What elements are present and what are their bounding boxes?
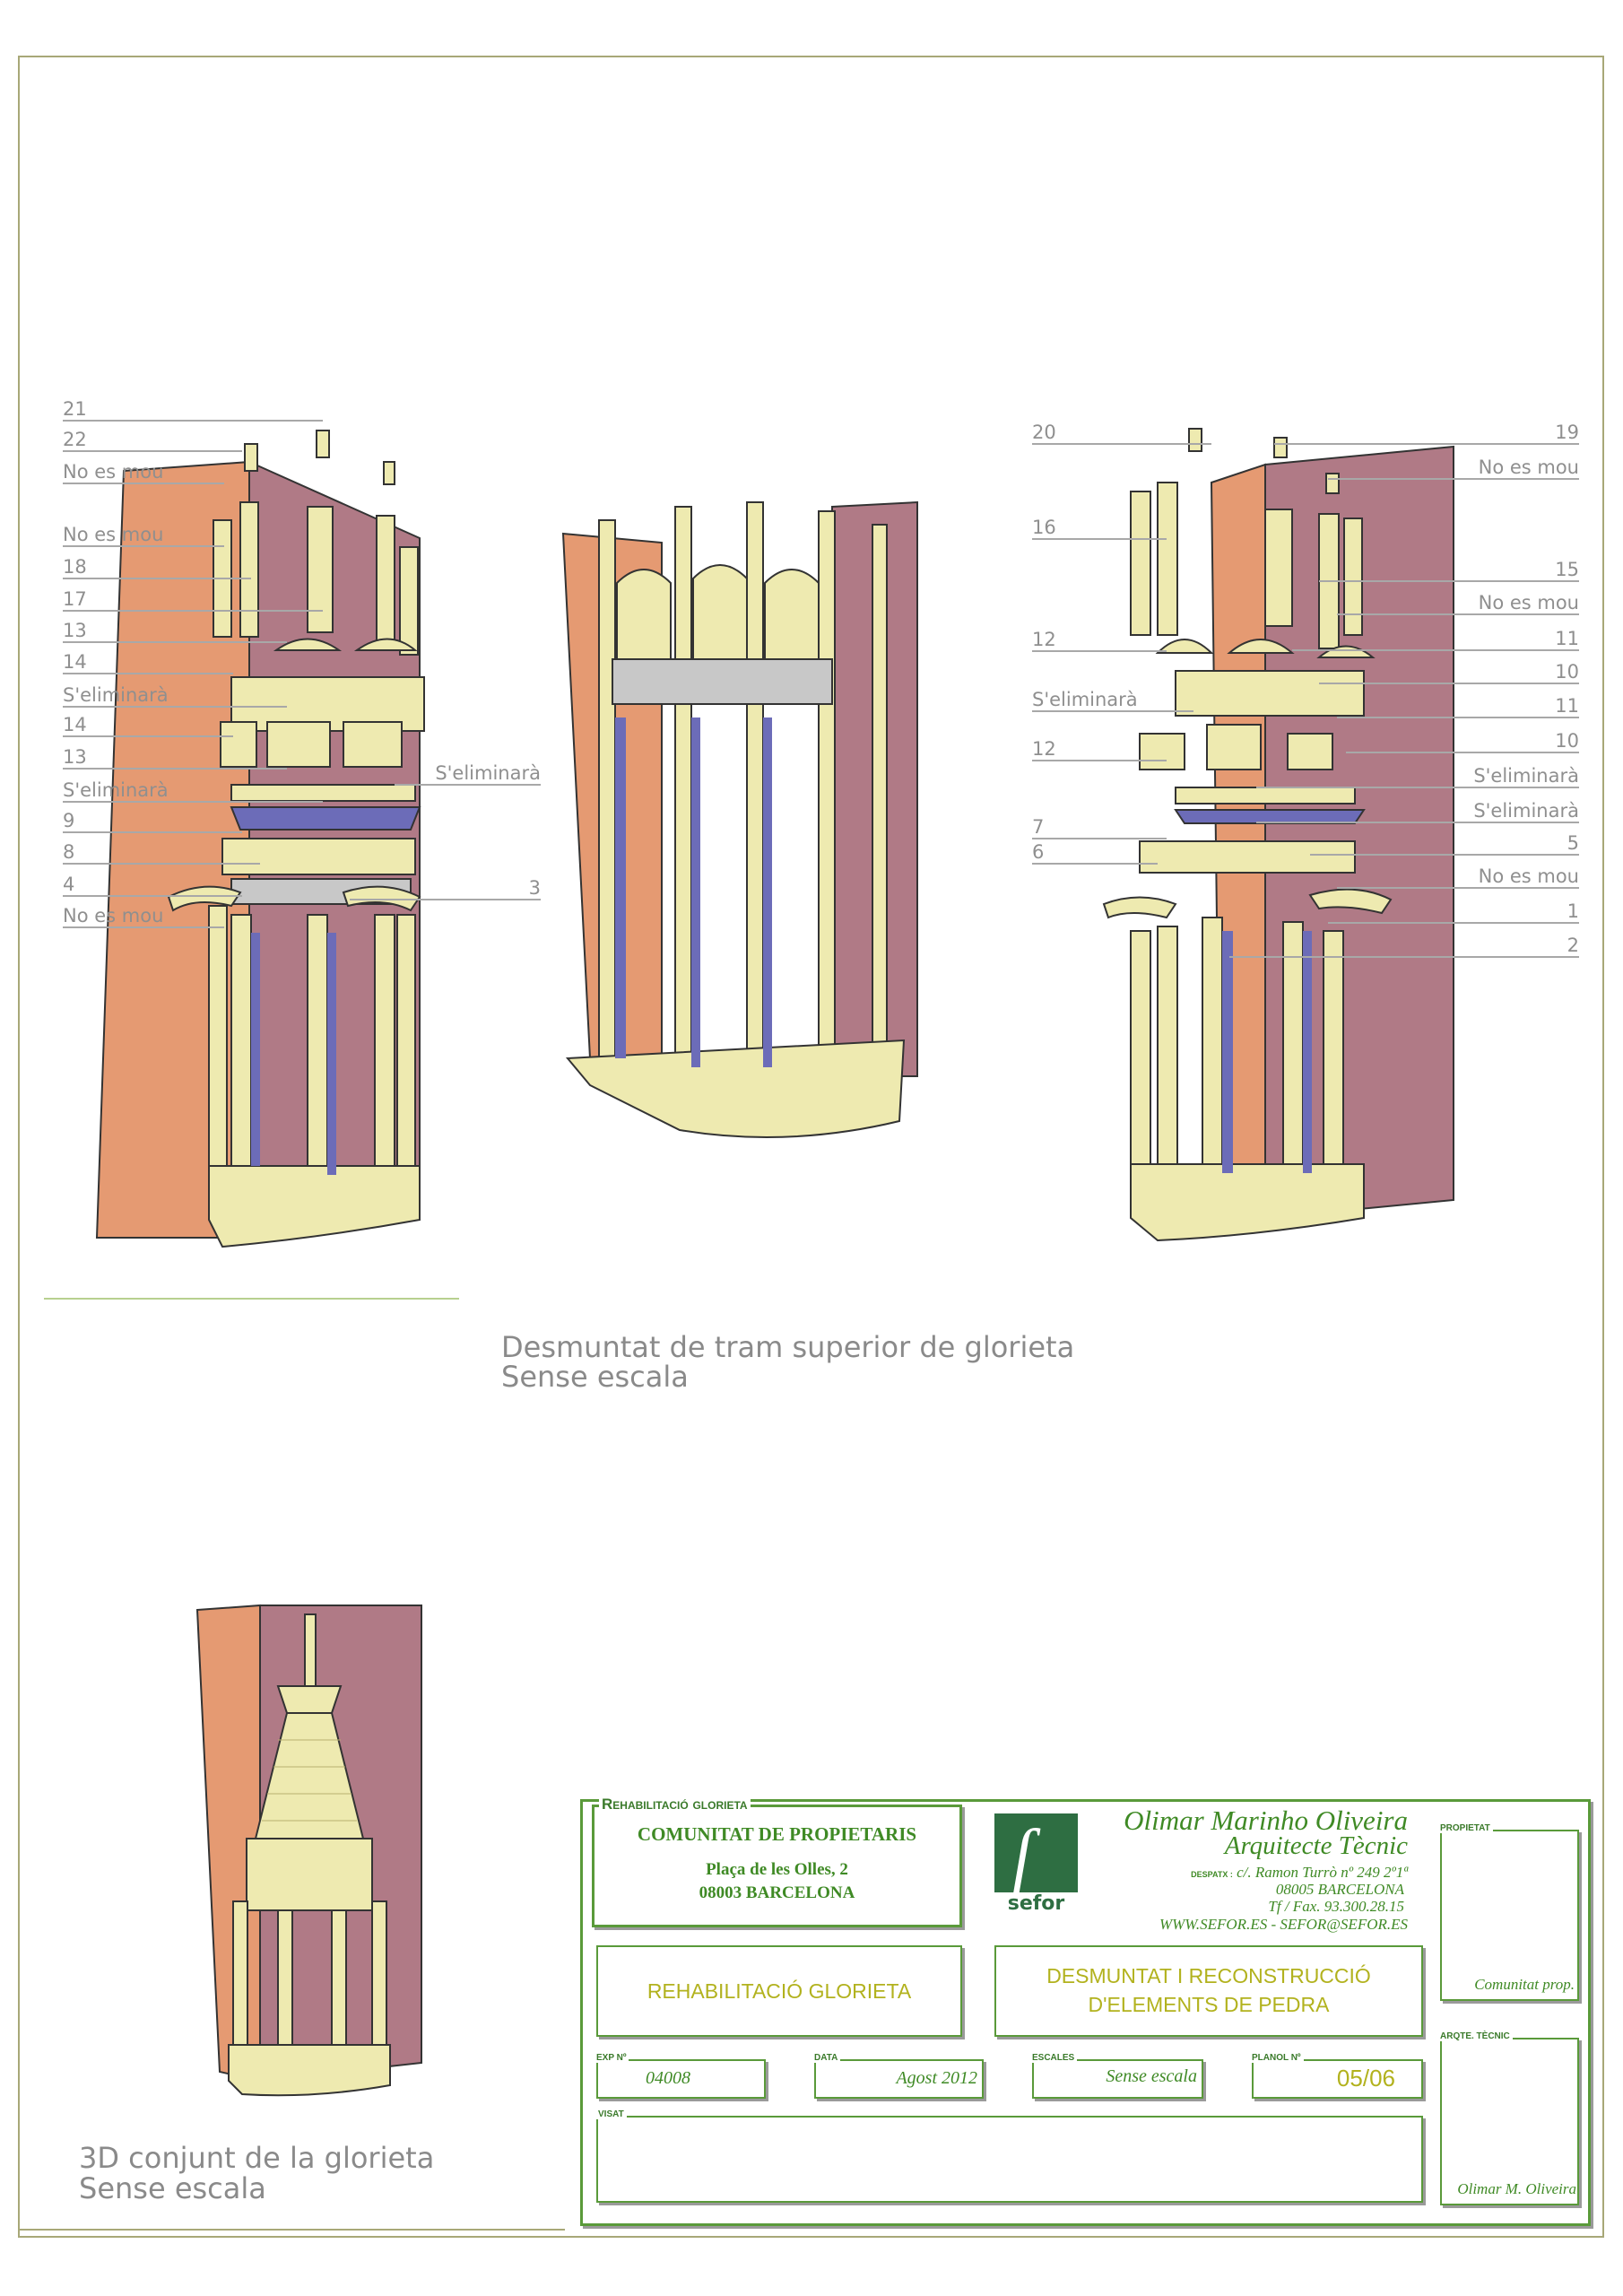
callout-label: 20	[1032, 422, 1211, 445]
callout-label: 6	[1032, 842, 1158, 865]
callout-label: 2	[1229, 935, 1579, 958]
visa-box	[596, 2116, 1423, 2203]
office-label: DESPATX :	[1191, 1870, 1233, 1879]
callout-label: S'eliminarà	[63, 685, 287, 708]
office-city: 08005 BARCELONA	[1275, 1881, 1404, 1898]
middle-assembled-view	[561, 500, 918, 1138]
visa-label: VISAT	[595, 2109, 627, 2119]
callout-label: 4	[63, 874, 242, 897]
callout-label: No es mou	[63, 462, 224, 484]
callout-label: S'eliminarà	[1256, 766, 1579, 788]
callout-label: 14	[63, 652, 233, 674]
callout-label: 21	[63, 399, 323, 422]
main-caption-scale: Sense escala	[501, 1360, 689, 1394]
plan-label: PLANOL Nº	[1249, 2053, 1304, 2063]
logo-glyph: ſ	[1012, 1816, 1033, 1895]
callout-label: 12	[1032, 739, 1167, 761]
office-phone: Tf / Fax. 93.300.28.15	[1268, 1898, 1404, 1915]
office-web-email: WWW.SEFOR.ES - SEFOR@SEFOR.ES	[1159, 1916, 1408, 1933]
bottom-caption-scale: Sense escala	[79, 2171, 266, 2205]
project-name-box	[596, 1945, 962, 2037]
owner-signature: Comunitat prop.	[1474, 1976, 1575, 1993]
client-box	[592, 1805, 962, 1927]
callout-label: 17	[63, 589, 323, 612]
callout-label: S'eliminarà	[63, 780, 323, 803]
callout-label: 15	[1319, 560, 1579, 582]
callout-label: 13	[63, 621, 287, 643]
exp-box	[596, 2059, 766, 2099]
client-address-2: 08003 BARCELONA	[699, 1883, 855, 1902]
office-address: DESPATX : c/. Ramon Turrò nº 249 2º1ª	[1085, 1864, 1408, 1882]
title-block	[580, 1799, 1591, 2226]
callout-label: 7	[1032, 817, 1167, 839]
scale-value: Sense escala	[1106, 2066, 1197, 2086]
bottom-caption-title: 3D conjunt de la glorieta	[79, 2141, 435, 2175]
right-exploded-view	[1102, 428, 1454, 1242]
technician-signature: Olimar M. Oliveira	[1457, 2180, 1576, 2197]
callout-label: S'eliminarà	[1256, 801, 1579, 823]
callout-label: 1	[1328, 901, 1579, 924]
callout-label: 11	[1292, 629, 1579, 651]
callout-label: No es mou	[63, 525, 224, 547]
plan-number-box	[1252, 2059, 1423, 2099]
divider-line	[44, 1298, 459, 1300]
drawing-frame	[18, 56, 1604, 2238]
callout-label: 5	[1310, 833, 1579, 856]
client-name: COMUNITAT DE PROPIETARIS	[637, 1823, 917, 1845]
owner-box	[1440, 1830, 1579, 2001]
callout-label: 3	[350, 878, 541, 900]
sefor-logo: ſ sefor	[994, 1813, 1078, 1916]
drawing-title-2: D'ELEMENTS DE PEDRA	[1088, 1993, 1330, 2016]
callout-label: 9	[63, 811, 242, 833]
plan-number-value: 05/06	[1336, 2065, 1395, 2092]
callout-label: 11	[1337, 696, 1579, 718]
callout-label: 8	[63, 842, 260, 865]
date-box	[814, 2059, 984, 2099]
callout-label: 12	[1032, 630, 1167, 652]
scale-box	[1032, 2059, 1203, 2099]
callout-label: 19	[1274, 422, 1579, 445]
exp-value: 04008	[646, 2068, 690, 2088]
logo-text: sefor	[994, 1892, 1078, 1916]
client-address-1: Plaça de les Olles, 2	[706, 1860, 848, 1879]
left-exploded-view	[95, 430, 425, 1248]
callout-label: 18	[63, 557, 251, 579]
office-street: c/. Ramon Turrò nº 249 2º1ª	[1237, 1864, 1408, 1881]
callout-label: S'eliminarà	[1032, 690, 1193, 712]
callout-label: 22	[63, 430, 242, 452]
architect-name: Olimar Marinho Oliveira	[1124, 1805, 1408, 1836]
drawing-title-1: DESMUNTAT I RECONSTRUCCIÓ	[1046, 1964, 1371, 1987]
callout-label: 16	[1032, 517, 1167, 540]
exp-label: EXP Nº	[594, 2053, 629, 2063]
scale-label: ESCALES	[1029, 2053, 1078, 2063]
callout-label: No es mou	[1337, 866, 1579, 889]
callout-label: 13	[63, 747, 287, 770]
callout-label: 10	[1346, 731, 1579, 753]
architect-title: Arquitecte Tècnic	[1224, 1831, 1408, 1860]
callout-label: S'eliminarà	[395, 763, 541, 786]
technician-label: ARQTE. TÈCNIC	[1437, 2031, 1513, 2041]
full-gazebo-view	[195, 1604, 422, 2097]
callout-label: No es mou	[1328, 457, 1579, 480]
drawing-title-box	[994, 1945, 1423, 2037]
date-label: DATA	[812, 2053, 841, 2063]
callout-label: 10	[1319, 662, 1579, 684]
callout-label: 14	[63, 715, 233, 737]
date-value: Agost 2012	[896, 2068, 977, 2088]
project-label: Rehabilitació glorieta	[599, 1796, 751, 1813]
callout-label: No es mou	[1337, 593, 1579, 615]
project-name: REHABILITACIÓ GLORIETA	[647, 1979, 912, 2003]
main-caption-title: Desmuntat de tram superior de glorieta	[501, 1330, 1075, 1364]
bottom-divider-line	[18, 2229, 565, 2231]
callout-label: No es mou	[63, 906, 224, 928]
owner-label: PROPIETAT	[1437, 1823, 1493, 1833]
